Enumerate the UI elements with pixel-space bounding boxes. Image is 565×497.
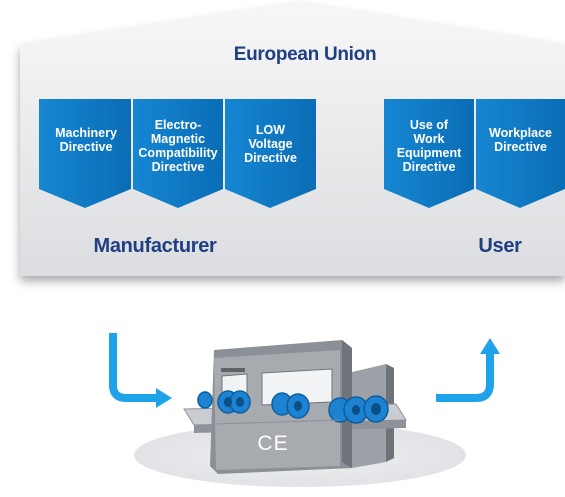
banner-machinery [39, 99, 131, 208]
directive-emc: Electro- Magnetic Compatibility Directiv… [138, 118, 218, 174]
arrow-out-of-machine-icon [436, 338, 500, 402]
banner-low-voltage [225, 99, 316, 208]
banner-workplace [476, 99, 565, 208]
directive-workplace: Workplace Directive [489, 126, 552, 154]
ce-mark: CE [257, 432, 289, 455]
directive-work-equipment: Use of Work Equipment Directive [396, 118, 462, 174]
arrow-into-machine-icon [109, 333, 172, 408]
directive-low-voltage: LOW Voltage Directive [244, 123, 297, 165]
eu-title: European Union [233, 44, 377, 65]
directive-machinery: Machinery Directive [55, 126, 117, 154]
manufacturer-label: Manufacturer [93, 234, 217, 257]
machine-illustration [183, 340, 407, 474]
banner-emc [133, 99, 223, 208]
user-label: User [478, 234, 522, 257]
banner-work-equipment [384, 99, 474, 208]
